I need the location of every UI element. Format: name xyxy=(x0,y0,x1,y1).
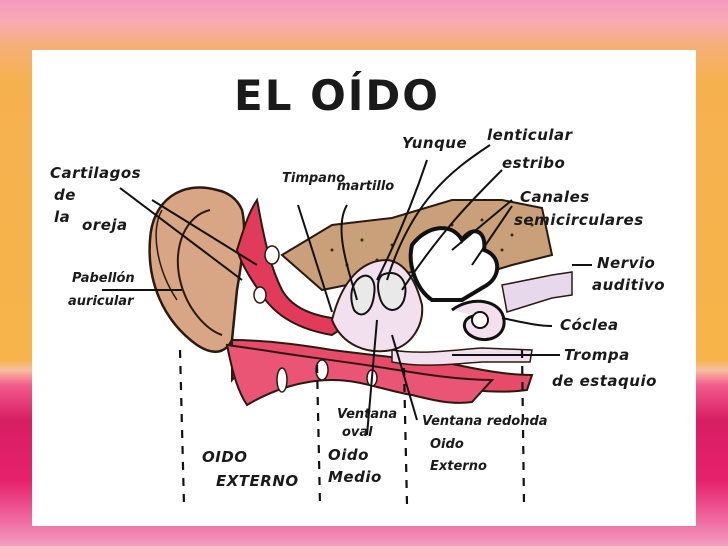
canal-floor xyxy=(225,343,495,407)
diagram-title: EL OÍDO xyxy=(234,70,440,120)
semicircular-canals xyxy=(408,226,500,302)
label-group: Cartilagos de la oreja Pabellón auricula… xyxy=(50,126,665,490)
ossicle-yunque xyxy=(376,272,407,311)
pinna xyxy=(148,186,246,354)
label-estribo: estribo xyxy=(502,154,565,172)
ear-diagram: EL OÍDO xyxy=(50,70,665,506)
label-ventana-redonda: Ventana redonda xyxy=(422,414,548,429)
label-oido-medio-1: Oido xyxy=(328,446,369,464)
label-timpano: Timpano xyxy=(282,171,345,186)
ear-illustration xyxy=(148,186,573,407)
label-ventana-oval-2: oval xyxy=(342,425,373,440)
label-martillo: martillo xyxy=(337,179,394,194)
label-oido-medio-2: Medio xyxy=(328,468,382,486)
label-trompa-1: Trompa xyxy=(564,346,630,364)
label-yunque: Yunque xyxy=(402,134,467,152)
ossicle-martillo xyxy=(350,274,376,316)
label-ventana-oval-1: Ventana xyxy=(337,407,397,422)
label-pabellon-2: auricular xyxy=(68,294,135,309)
label-oido-interno-1: Oido xyxy=(430,437,464,452)
label-nervio-2: auditivo xyxy=(592,276,665,294)
label-nervio-1: Nervio xyxy=(597,254,655,272)
label-cartilagos-1: Cartilagos xyxy=(50,164,141,182)
slide-frame: EL OÍDO xyxy=(32,50,696,526)
label-canales-2: semicirculares xyxy=(514,211,644,229)
label-coclea: Cóclea xyxy=(560,316,619,334)
label-arrows xyxy=(102,144,592,436)
label-pabellon-1: Pabellón xyxy=(72,271,135,286)
eustachian-tube xyxy=(391,347,533,366)
label-cartilagos-4: oreja xyxy=(82,216,128,234)
auditory-nerve xyxy=(501,271,573,313)
label-oido-interno-2: Externo xyxy=(430,459,487,474)
label-oido-externo-2: EXTERNO xyxy=(216,472,299,490)
label-canales-1: Canales xyxy=(520,188,590,206)
pinna-inner xyxy=(176,209,223,336)
label-cartilagos-2: de xyxy=(54,186,76,204)
label-cartilagos-3: la xyxy=(54,208,70,226)
label-trompa-2: de estaquio xyxy=(552,372,657,390)
label-lenticular: lenticular xyxy=(487,126,574,144)
region-separators xyxy=(178,349,526,506)
label-oido-externo-1: OIDO xyxy=(202,448,248,466)
